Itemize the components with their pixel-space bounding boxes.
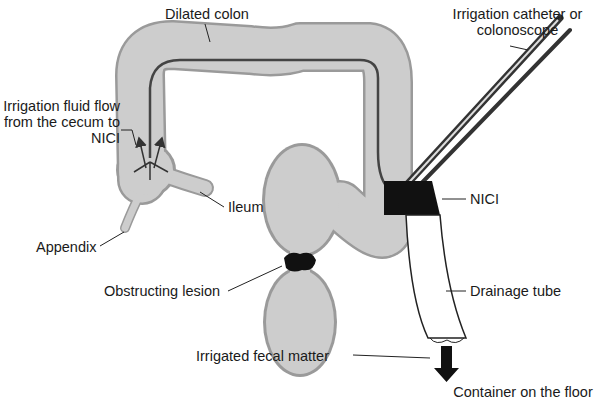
part-label: Irrigation catheter or colonoscope — [430, 6, 605, 38]
destination-label: Container on the floor — [440, 384, 606, 400]
part-label: Ileum — [228, 199, 263, 215]
catheter-external — [400, 18, 560, 192]
flow-label: Irrigation fluid flow from the cecum to … — [2, 98, 120, 146]
colon-shape — [116, 45, 388, 377]
leader-lines — [100, 24, 528, 358]
catheter-internal — [150, 60, 392, 192]
nici-device — [384, 181, 440, 215]
flow-arrows — [134, 138, 168, 180]
drainage-tube — [406, 215, 466, 338]
flow-label: Irrigated fecal matter — [196, 348, 329, 364]
part-label: Drainage tube — [470, 283, 561, 299]
part-label: Appendix — [36, 239, 96, 255]
flow-arrow-down — [434, 346, 459, 382]
part-label: Dilated colon — [165, 6, 249, 22]
lesion — [284, 253, 316, 272]
part-label: NICI — [470, 191, 499, 207]
part-label: Obstructing lesion — [104, 283, 220, 299]
